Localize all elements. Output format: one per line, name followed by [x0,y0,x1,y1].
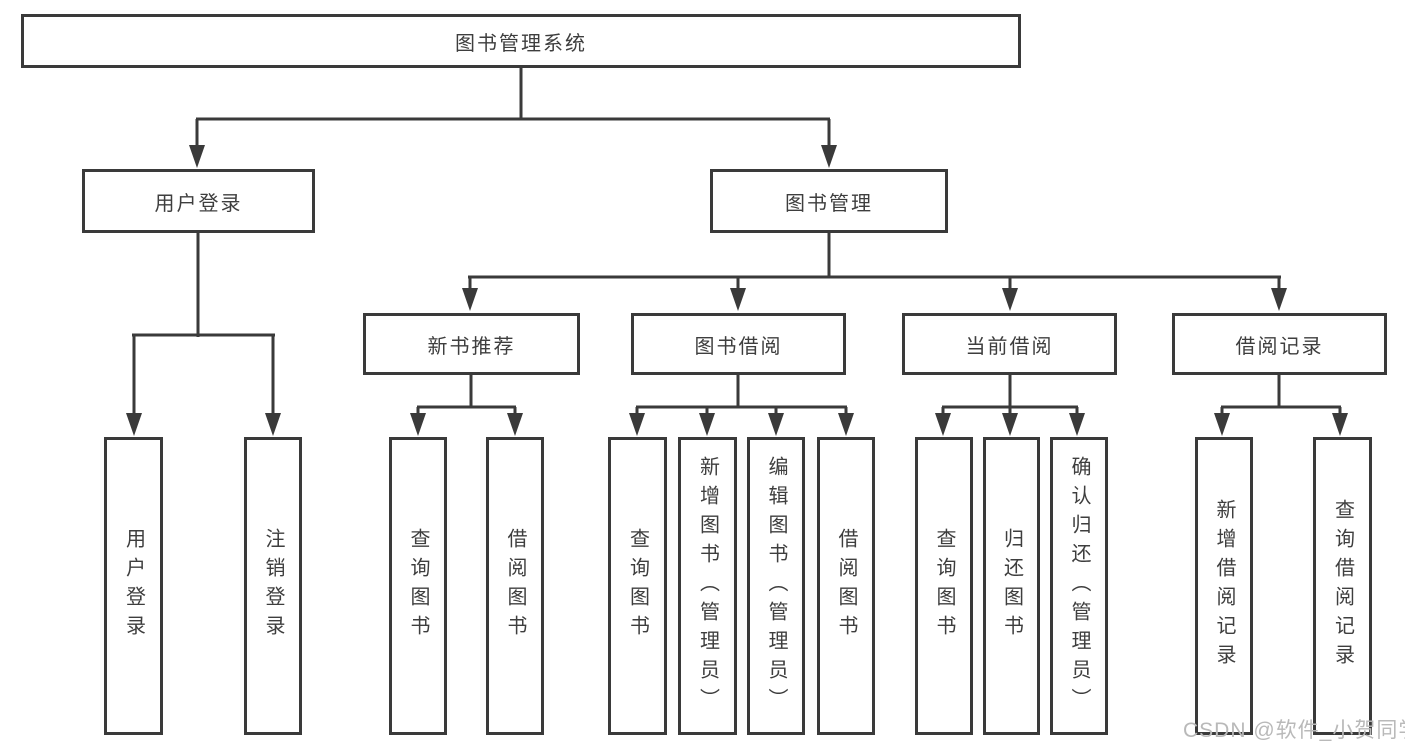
node-borrow-records: 借阅记录 [1172,313,1387,375]
leaf-return-books: 归还图书 [983,437,1040,735]
leaf-user-login: 用户登录 [104,437,163,735]
connector-book-borrow [629,373,854,436]
node-current-borrow: 当前借阅 [902,313,1117,375]
leaf-edit-books-admin: 编辑图书（管理员） [747,437,805,735]
node-book-borrow: 图书借阅 [631,313,846,375]
leaf-query-books-current: 查询图书 [915,437,973,735]
connector-book-management [462,231,1287,311]
node-book-management: 图书管理 [710,169,948,233]
connector-current-borrow [935,373,1085,436]
leaf-add-books-admin: 新增图书（管理员） [678,437,737,735]
node-user-login: 用户登录 [82,169,315,233]
leaf-add-borrow-record: 新增借阅记录 [1195,437,1253,735]
connector-borrow-records [1214,373,1348,436]
leaf-borrow-books: 借阅图书 [817,437,875,735]
connector-new-book [410,373,523,436]
leaf-query-books-recommend: 查询图书 [389,437,447,735]
connector-root [189,66,837,168]
leaf-borrow-books-recommend: 借阅图书 [486,437,544,735]
leaf-query-books-borrow: 查询图书 [608,437,667,735]
leaf-logout: 注销登录 [244,437,302,735]
watermark: CSDN @软件_小贺同学 [1183,719,1405,742]
node-new-book-recommend: 新书推荐 [363,313,580,375]
connector-user-login [126,231,281,436]
leaf-confirm-return-admin: 确认归还（管理员） [1050,437,1108,735]
leaf-query-borrow-record: 查询借阅记录 [1313,437,1372,735]
node-root: 图书管理系统 [21,14,1021,68]
